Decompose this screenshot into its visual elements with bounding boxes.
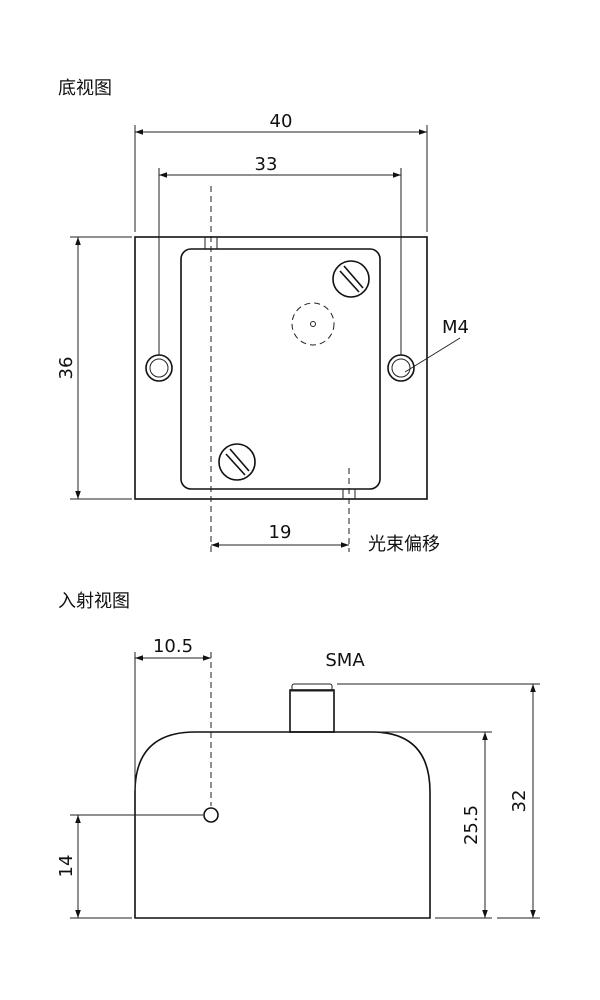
notch-top — [204, 237, 218, 249]
dim-14: 14 — [56, 814, 203, 919]
dim-36: 36 — [56, 236, 132, 500]
dim-40-label: 40 — [270, 111, 293, 132]
bottom-view-recess — [180, 248, 381, 490]
screw-bottom-left — [218, 443, 256, 481]
screw-top-right — [332, 260, 370, 298]
dim-32: 32 — [337, 683, 540, 919]
m4-leader-line — [404, 337, 461, 373]
dim-10-5: 10.5 — [134, 636, 212, 806]
dim-14-label: 14 — [56, 855, 77, 878]
m4-label: M4 — [442, 317, 469, 338]
dim-25-5: 25.5 — [380, 731, 492, 919]
dim-33-label: 33 — [255, 154, 278, 175]
beam-offset-label: 光束偏移 — [368, 534, 440, 555]
beam-position-marker — [291, 302, 335, 346]
dim-33: 33 — [158, 154, 402, 355]
mounting-hole-left — [145, 354, 173, 382]
sma-label: SMA — [325, 650, 365, 671]
dim-10-5-label: 10.5 — [153, 636, 193, 657]
sma-connector — [289, 683, 335, 733]
entry-view-title: 入射视图 — [58, 591, 130, 612]
dim-32-label: 32 — [509, 790, 530, 813]
dim-36-label: 36 — [56, 357, 77, 380]
entry-view-body — [134, 731, 431, 919]
bottom-view-title: 底视图 — [58, 78, 112, 99]
mounting-hole-right — [387, 354, 415, 382]
dim-19: 19 — [211, 522, 349, 548]
bottom-view-outline — [134, 236, 428, 500]
dim-25-5-label: 25.5 — [461, 805, 482, 845]
dim-40: 40 — [134, 111, 428, 232]
notch-bottom — [342, 489, 356, 499]
dim-19-label: 19 — [269, 522, 292, 543]
beam-entry-hole — [203, 807, 219, 823]
